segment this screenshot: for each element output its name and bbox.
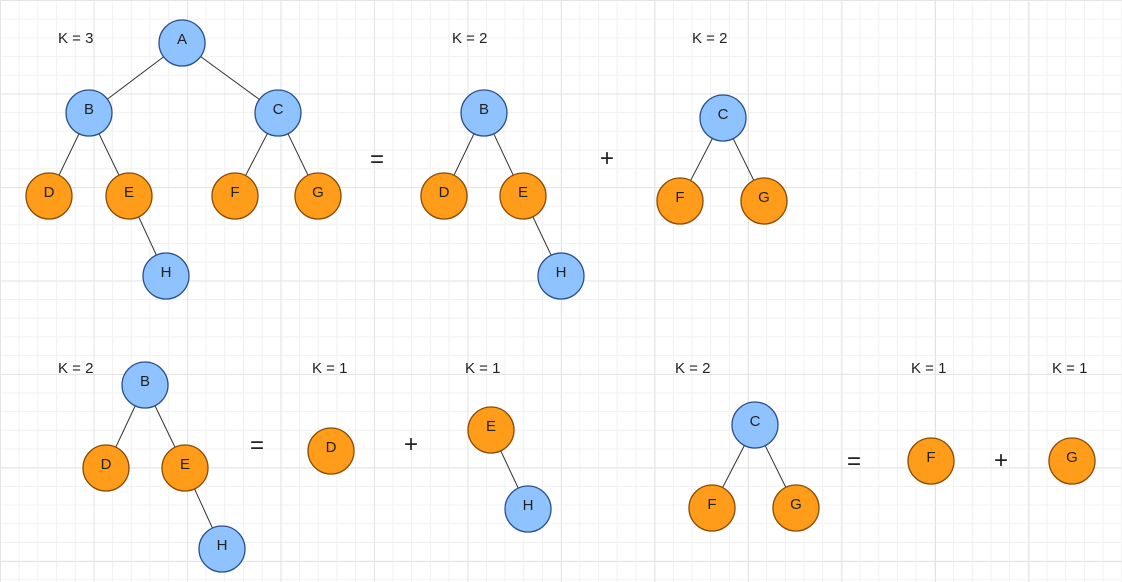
node-h: H [142,252,190,300]
node-f: F [907,437,955,485]
k-label: K = 1 [1052,360,1087,377]
node-g: G [772,484,820,532]
node-g: G [1048,437,1096,485]
k-label: K = 1 [312,360,347,377]
node-h: H [198,525,246,573]
node-c: C [731,401,779,449]
node-f: F [211,172,259,220]
node-d: D [25,172,73,220]
nodes: A B C D E F G H [25,19,1096,573]
node-g: G [740,177,788,225]
node-label: F [926,449,935,466]
node-c: C [699,94,747,142]
node-label: A [177,31,187,48]
node-label: F [230,184,239,201]
k-labels: K = 3 K = 2 K = 2 K = 2 K = 1 K = 1 K = … [58,30,1087,377]
k-label: K = 3 [58,30,93,47]
node-label: F [707,496,716,513]
k-label: K = 1 [465,360,500,377]
equals-sign: = [370,146,384,173]
node-label: G [758,189,770,206]
plus-sign: + [600,145,614,172]
node-label: H [523,497,534,514]
node-c: C [254,89,302,137]
node-label: G [1066,449,1078,466]
node-d: D [82,444,130,492]
plus-sign: + [404,431,418,458]
node-h: H [537,252,585,300]
k-label: K = 2 [692,30,727,47]
node-label: B [479,101,489,118]
node-label: B [140,373,150,390]
k-label: K = 2 [58,360,93,377]
node-label: C [718,106,729,123]
node-label: D [439,184,450,201]
node-label: E [180,456,190,473]
node-label: E [518,184,528,201]
node-e: E [499,172,547,220]
node-label: D [326,439,337,456]
node-f: F [656,177,704,225]
node-e: E [161,444,209,492]
node-label: C [750,413,761,430]
equals-sign: = [847,448,861,475]
node-g: G [294,172,342,220]
node-b: B [460,89,508,137]
node-label: H [161,264,172,281]
node-label: E [486,418,496,435]
node-label: B [84,101,94,118]
node-label: C [273,101,284,118]
node-b: B [121,361,169,409]
k-label: K = 2 [675,360,710,377]
node-f: F [688,484,736,532]
node-label: E [124,184,134,201]
node-d: D [420,172,468,220]
node-label: H [556,264,567,281]
node-e: E [105,172,153,220]
node-label: D [44,184,55,201]
node-label: H [217,537,228,554]
k-label: K = 1 [911,360,946,377]
node-label: G [790,496,802,513]
node-e: E [467,406,515,454]
node-h: H [504,485,552,533]
plus-sign: + [994,447,1008,474]
node-label: D [101,456,112,473]
node-d: D [307,427,355,475]
operators: = + = + = + [250,145,1008,475]
node-label: G [312,184,324,201]
node-b: B [65,89,113,137]
node-label: F [675,189,684,206]
k-label: K = 2 [452,30,487,47]
node-a: A [158,19,206,67]
equals-sign: = [250,432,264,459]
